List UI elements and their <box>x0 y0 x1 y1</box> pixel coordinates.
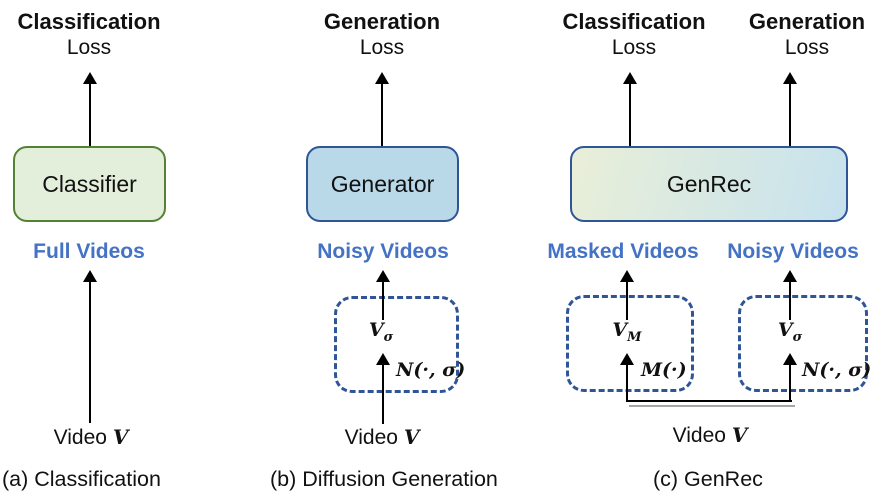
arrow-head <box>376 270 390 282</box>
panel-c-masked-video-symbol: VM <box>612 319 641 345</box>
arrow-shaft <box>88 280 92 423</box>
classifier-box: Classifier <box>13 146 166 222</box>
math-fn-args: (·) <box>662 359 687 381</box>
arrow-head <box>623 72 637 84</box>
math-sub: M <box>627 329 642 345</box>
video-word: Video <box>672 424 726 447</box>
panel-b-video-label: Video V <box>345 425 420 450</box>
panel-b-input-label: Noisy Videos <box>317 240 449 263</box>
panel-c-shared-input-connector-shadow <box>629 405 795 408</box>
arrow-head <box>620 270 634 282</box>
generator-box-label: Generator <box>330 170 435 197</box>
panel-c-masking-dashed-box <box>566 295 694 392</box>
arrow-head <box>83 72 97 84</box>
panel-c-video-label: Video V <box>673 423 748 448</box>
panel-c-caption: (c) GenRec <box>653 467 763 491</box>
panel-c-noisy-video-symbol: Vσ <box>778 319 802 345</box>
panel-b-noising-dashed-box <box>334 296 459 393</box>
panel-b-loss-arrow <box>375 72 389 146</box>
panel-b-noisy-video-symbol: Vσ <box>369 319 393 345</box>
video-symbol: V <box>403 425 420 449</box>
video-word: Video <box>53 426 107 449</box>
panel-a-input-label: Full Videos <box>33 240 145 263</box>
arrow-shaft <box>625 280 629 320</box>
panel-a-loss-word: Loss <box>66 36 112 59</box>
panel-c-masked-input-label: Masked Videos <box>547 240 699 263</box>
math-base: V <box>777 319 793 341</box>
arrow-head <box>783 72 797 84</box>
panel-c-generation-loss-title: Generation <box>748 9 866 34</box>
genrec-box-label: GenRec <box>666 170 752 197</box>
arrow-shaft <box>788 280 792 320</box>
panel-c-noising-arrow <box>783 353 797 402</box>
panel-b-loss-word: Loss <box>359 36 405 59</box>
panel-c-classification-loss-title: Classification <box>562 9 706 34</box>
panel-c-mask-function-label: M(·) <box>641 359 687 381</box>
video-word: Video <box>344 426 398 449</box>
panel-a-loss-title: Classification <box>17 9 161 34</box>
arrow-shaft <box>381 363 385 424</box>
panel-b-noisy-output-arrow <box>376 270 390 320</box>
arrow-shaft <box>380 82 384 146</box>
panel-c-generation-loss-word: Loss <box>784 36 830 59</box>
classifier-box-label: Classifier <box>42 170 137 197</box>
panel-a-video-label: Video V <box>54 425 129 450</box>
panel-a-loss-arrow <box>83 72 97 146</box>
math-fn-name: N <box>396 359 414 381</box>
math-fn-name: M <box>641 359 663 381</box>
panel-c-generation-loss-arrow <box>783 72 797 146</box>
arrow-shaft <box>788 363 792 402</box>
math-fn-args: (·, σ) <box>819 359 872 381</box>
generator-box: Generator <box>306 146 459 222</box>
panel-a-caption: (a) Classification <box>2 467 161 491</box>
panel-c-masked-output-arrow <box>620 270 634 320</box>
video-symbol: V <box>112 425 129 449</box>
panel-c-classification-loss-word: Loss <box>611 36 657 59</box>
arrow-shaft <box>788 82 792 146</box>
arrow-head <box>783 353 797 365</box>
arrow-shaft <box>88 82 92 146</box>
arrow-head <box>620 353 634 365</box>
arrow-shaft <box>628 82 632 146</box>
panel-c-noisy-output-arrow <box>783 270 797 320</box>
panel-c-masking-arrow <box>620 353 634 402</box>
panel-b-loss-title: Generation <box>323 9 441 34</box>
math-base: V <box>368 319 384 341</box>
panel-c-noising-dashed-box <box>738 295 868 392</box>
panel-c-noise-function-label: N(·, σ) <box>802 359 871 381</box>
math-fn-args: (·, σ) <box>413 359 466 381</box>
math-sub: σ <box>792 329 803 345</box>
panel-c-shared-input-connector <box>626 400 792 403</box>
math-sub: σ <box>383 329 394 345</box>
arrow-head <box>375 72 389 84</box>
arrow-shaft <box>625 363 629 402</box>
video-symbol: V <box>731 423 748 447</box>
arrow-head <box>83 270 97 282</box>
panel-b-noising-arrow <box>376 353 390 424</box>
math-base: V <box>612 319 628 341</box>
genrec-box: GenRec <box>570 146 848 222</box>
panel-b-noise-function-label: N(·, σ) <box>396 359 465 381</box>
arrow-shaft <box>381 280 385 320</box>
panel-c-classification-loss-arrow <box>623 72 637 146</box>
panel-a-input-arrow <box>83 270 97 423</box>
arrow-head <box>783 270 797 282</box>
math-fn-name: N <box>802 359 820 381</box>
arrow-head <box>376 353 390 365</box>
panel-b-caption: (b) Diffusion Generation <box>270 467 498 491</box>
panel-c-noisy-input-label: Noisy Videos <box>727 240 859 263</box>
